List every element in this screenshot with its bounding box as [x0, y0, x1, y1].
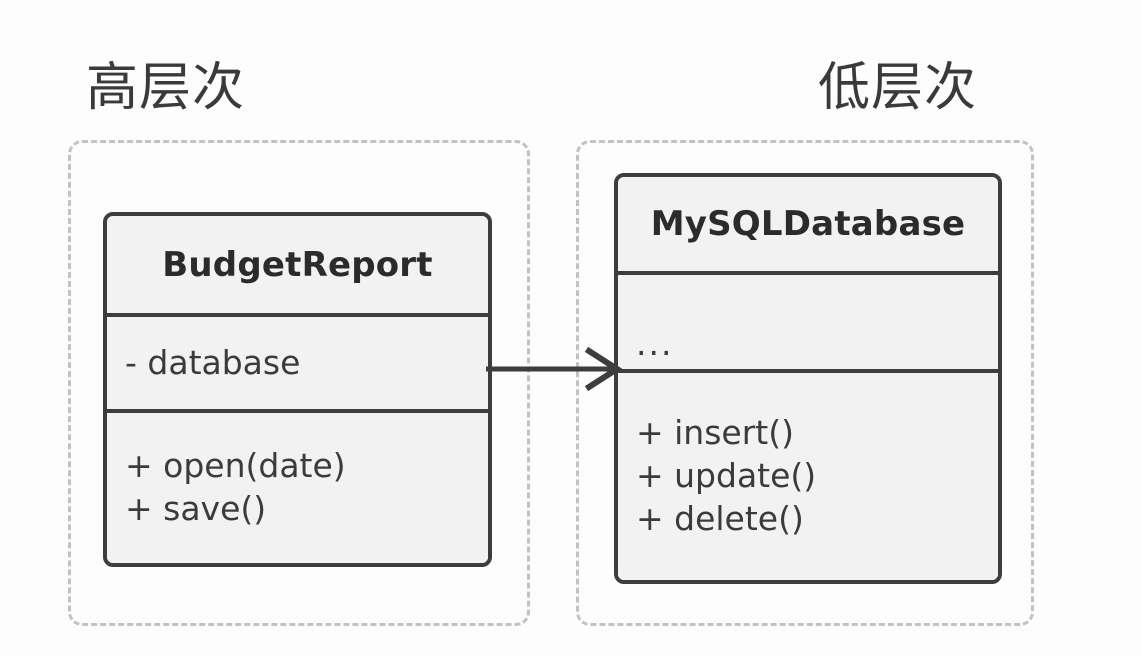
class-operations-compartment: + insert() + update() + delete(): [618, 369, 998, 580]
class-operation: + open(date): [125, 446, 346, 486]
class-attributes-compartment: - database: [107, 313, 488, 409]
layer-label-high-level: 高层次: [86, 58, 246, 118]
uml-class-budgetreport[interactable]: BudgetReport - database + open(date) + s…: [103, 212, 492, 567]
class-operation: + update(): [636, 456, 817, 496]
class-name-compartment: BudgetReport: [107, 216, 488, 313]
class-attributes-compartment: ...: [618, 271, 998, 369]
class-attribute-ellipsis: ...: [636, 324, 674, 363]
class-name-mysqldatabase: MySQLDatabase: [650, 204, 966, 244]
layer-group-low-level: [576, 140, 1034, 626]
layer-label-low-level: 低层次: [818, 58, 978, 118]
class-name-compartment: MySQLDatabase: [618, 177, 998, 271]
uml-class-mysqldatabase[interactable]: MySQLDatabase ... + insert() + update() …: [614, 173, 1002, 584]
class-operations-compartment: + open(date) + save(): [107, 409, 488, 563]
class-name-budgetreport: BudgetReport: [162, 244, 433, 285]
class-operation: + delete(): [636, 498, 804, 538]
class-operation: + save(): [125, 489, 267, 528]
class-attribute: - database: [125, 342, 301, 382]
layer-group-high-level: [68, 140, 530, 626]
class-operation: + insert(): [636, 413, 794, 453]
